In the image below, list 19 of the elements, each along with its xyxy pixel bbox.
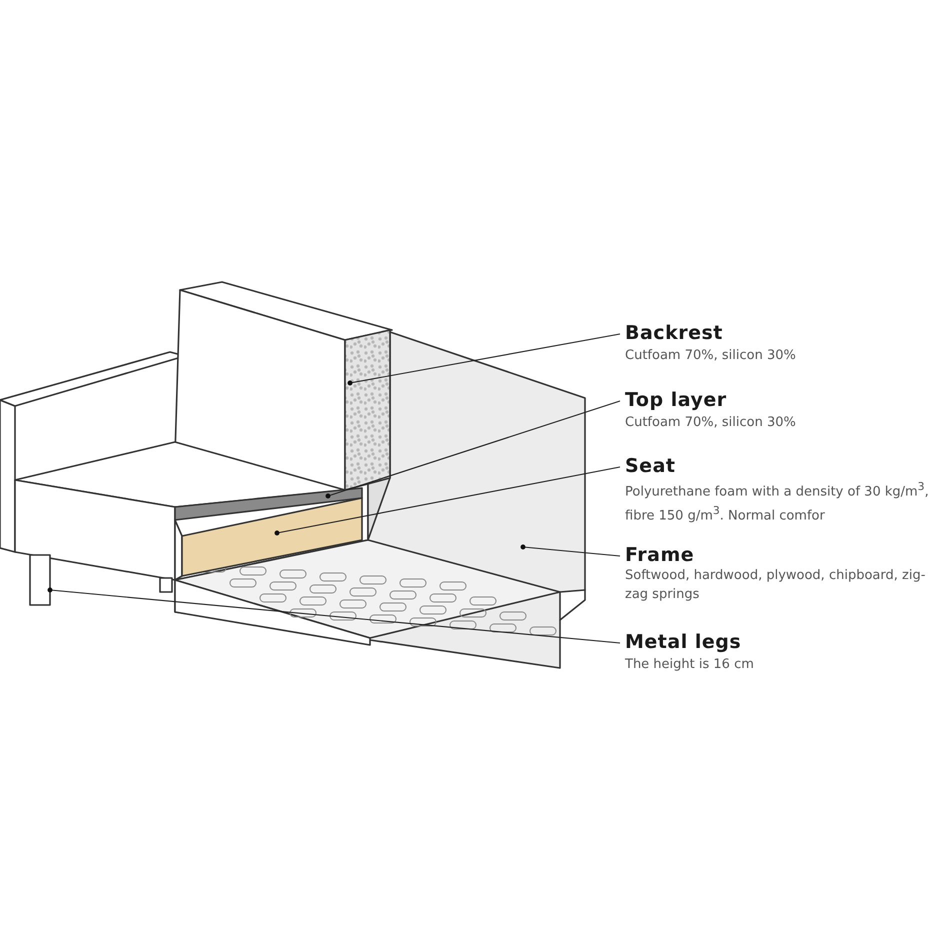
- part-name: Metal legs: [625, 631, 742, 653]
- part-name: Backrest: [625, 322, 723, 344]
- top-layer-strip: [174, 487, 363, 521]
- part-description: Cutfoam 70%, silicon 30%: [625, 347, 796, 365]
- backrest-cushion-section: [344, 329, 391, 491]
- seat-foam-section: [181, 497, 363, 577]
- part-description: Cutfoam 70%, silicon 30%: [625, 414, 796, 432]
- leader-line: [48, 588, 620, 644]
- part-name: Frame: [625, 544, 694, 566]
- leader-line: [326, 400, 620, 498]
- part-name: Seat: [625, 455, 676, 477]
- metal-leg: [29, 554, 51, 606]
- part-description: Polyurethane foam with a density of 30 kg/m$^{3}$, fibre 150 g/m$^{3}$. Normal comfor: [625, 479, 930, 526]
- leader-line: [520, 544, 620, 557]
- part-description: The height is 16 cm: [625, 656, 754, 674]
- leader-line: [348, 333, 620, 386]
- leader-line: [274, 466, 620, 536]
- part-name: Top layer: [625, 389, 727, 411]
- part-description: Softwood, hardwood, plywood, chipboard, zig-zag springs: [625, 567, 926, 604]
